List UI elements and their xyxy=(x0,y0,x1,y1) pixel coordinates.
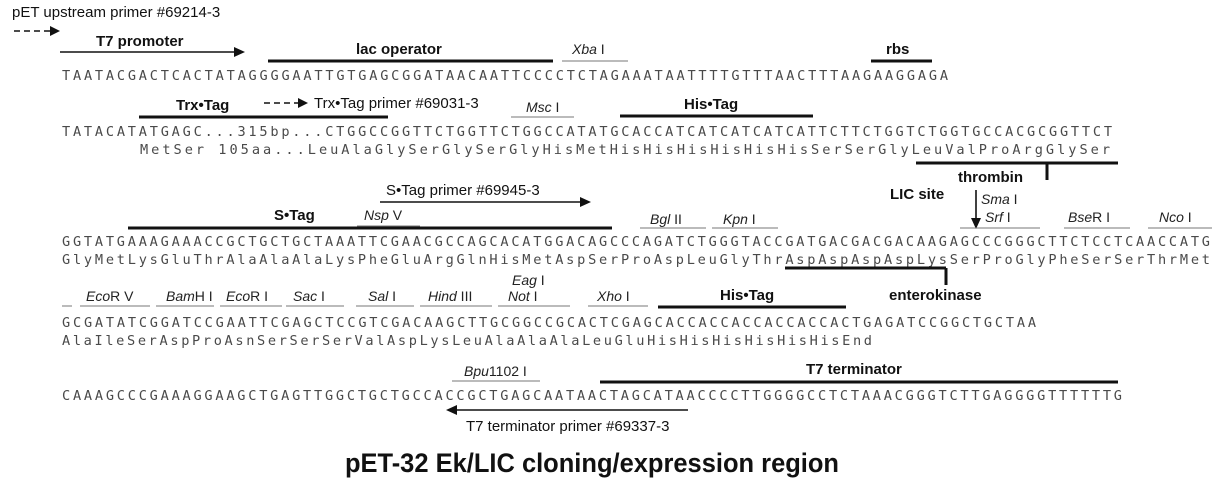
nco-site-label: Nco I xyxy=(1159,209,1192,225)
srf-site-label: Srf I xyxy=(985,209,1011,225)
trx-tag-label: Trx•Tag xyxy=(176,97,229,114)
ecorv-site-label: EcoR V xyxy=(86,288,134,304)
lac-operator-label: lac operator xyxy=(356,41,442,58)
pet-upstream-primer-label: pET upstream primer #69214-3 xyxy=(12,4,220,21)
trx-tag-primer-arrow xyxy=(264,98,308,108)
dna-sequence-row-1: TAATACGACTCACTATAGGGGAATTGTGAGCGGATAACAA… xyxy=(62,68,948,84)
t7-terminator-primer-label: T7 terminator primer #69337-3 xyxy=(466,418,669,435)
s-tag-primer-label: S•Tag primer #69945-3 xyxy=(386,182,540,199)
thrombin-label: thrombin xyxy=(958,169,1023,186)
figure-title: pET-32 Ek/LIC cloning/expression region xyxy=(345,448,839,478)
sac-site-label: Sac I xyxy=(293,288,325,304)
xba-site-label: Xba I xyxy=(571,41,605,57)
dna-sequence-row-4: GCGATATCGGATCCGAATTCGAGCTCCGTCGACAAGCTTG… xyxy=(62,315,1036,331)
lic-site-label: LIC site xyxy=(890,186,944,203)
ecori-site-label: EcoR I xyxy=(226,288,268,304)
dna-sequence-row-2: TATACATATGAGC...315bp...CTGGCCGGTTCTGGTT… xyxy=(62,124,1112,140)
lic-site-arrow xyxy=(971,190,981,229)
his-tag-1-label: His•Tag xyxy=(684,96,738,113)
enterokinase-label: enterokinase xyxy=(889,287,982,304)
bpu-site-label: Bpu1102 I xyxy=(464,363,527,379)
t7-terminator-label: T7 terminator xyxy=(806,361,902,378)
sma-site-label: Sma I xyxy=(981,191,1018,207)
trx-tag-primer-label: Trx•Tag primer #69031-3 xyxy=(314,95,479,112)
t7-terminator-primer-arrow xyxy=(446,405,688,415)
dna-sequence-row-3: GGTATGAAAGAAACCGCTGCTGCTAAATTCGAACGCCAGC… xyxy=(62,234,1210,250)
xho-site-label: Xho I xyxy=(596,288,630,304)
hind-site-label: Hind III xyxy=(428,288,472,304)
protein-sequence-row-3: GlyMetLysGluThrAlaAlaAlaLysPheGluArgGlnH… xyxy=(62,252,1210,268)
dna-sequence-row-5: CAAAGCCCGAAAGGAAGCTGAGTTGGCTGCTGCCACCGCT… xyxy=(62,388,1122,404)
t7-promoter-label: T7 promoter xyxy=(96,33,184,50)
bamh-site-label: BamH I xyxy=(166,288,213,304)
not-site-label: Not I xyxy=(508,288,538,304)
his-tag-2-label: His•Tag xyxy=(720,287,774,304)
protein-sequence-row-2: MetSer 105aa...LeuAlaGlySerGlySerGlyHisM… xyxy=(140,142,1110,158)
eag-site-label: Eag I xyxy=(512,272,545,288)
bgl-site-label: Bgl II xyxy=(650,211,682,227)
s-tag-label: S•Tag xyxy=(274,207,315,224)
protein-sequence-row-4: AlaIleSerAspProAsnSerSerSerValAspLysLeuA… xyxy=(62,333,872,349)
t7-promoter-arrow xyxy=(60,47,245,57)
pet-upstream-primer-arrow xyxy=(14,26,60,36)
msc-site-label: Msc I xyxy=(526,99,559,115)
nsp-site-label: Nsp V xyxy=(364,207,403,223)
bser-site-label: BseR I xyxy=(1068,209,1110,225)
s-tag-primer-arrow xyxy=(380,197,591,207)
sal-site-label: Sal I xyxy=(368,288,396,304)
kpn-site-label: Kpn I xyxy=(723,211,756,227)
rbs-label: rbs xyxy=(886,41,909,58)
